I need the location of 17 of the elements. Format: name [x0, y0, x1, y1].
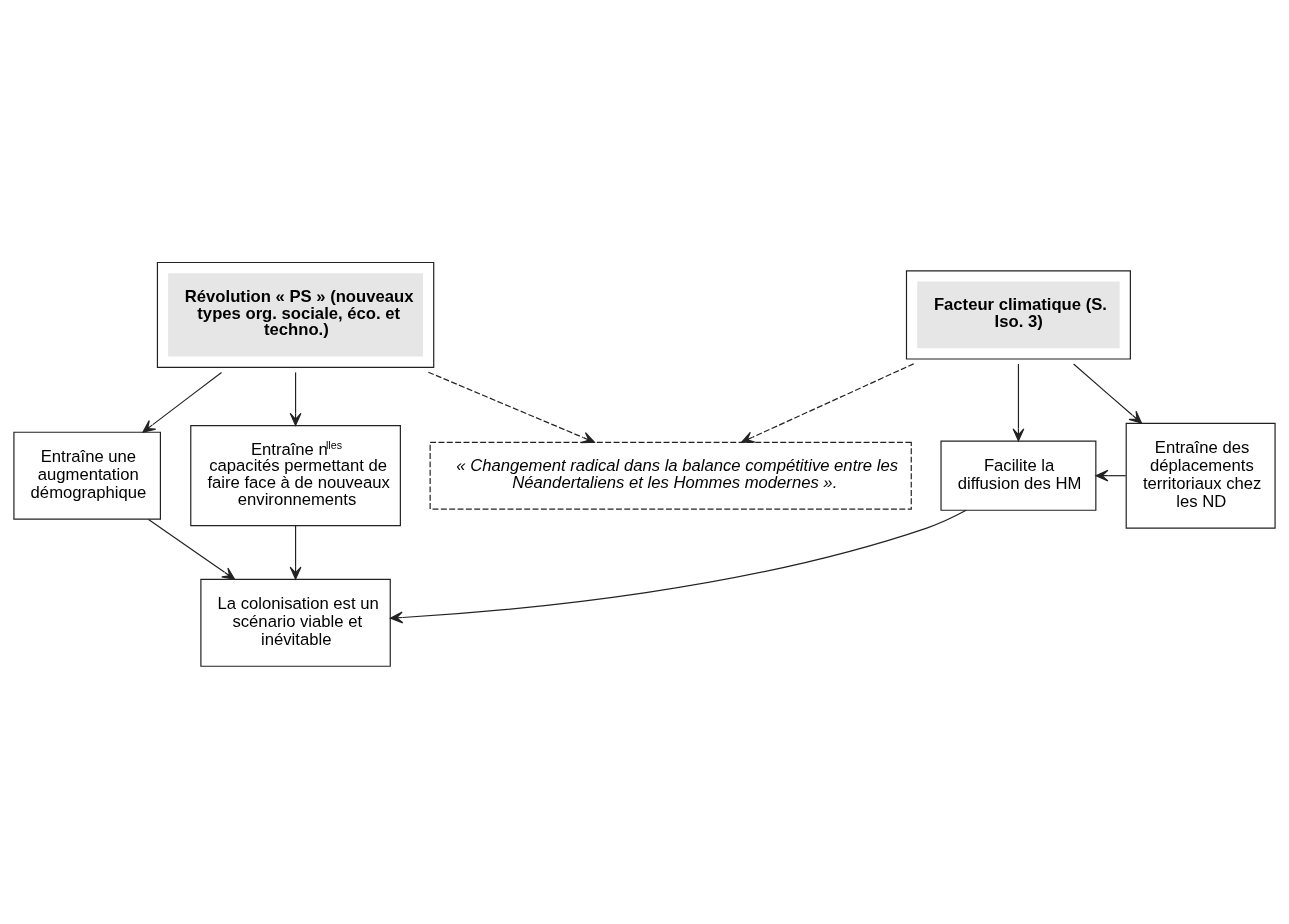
node-box: Entraîne une augmentation démographique	[13, 431, 161, 520]
arrow	[389, 509, 967, 624]
arrow	[741, 363, 915, 443]
node-box: Révolution « PS » (nouveaux types org. sociale, éco. et techno.)	[156, 261, 435, 368]
node-box: « Changement radical dans la balance compétitive entre les Néandertaliens et les Hommes modernes ».	[429, 441, 912, 510]
arrow	[1073, 363, 1143, 424]
arrow	[289, 525, 302, 580]
node-box: Entraîne n$^{lles}$ capacités permettant de faire face à de nouveaux environnements	[190, 425, 401, 527]
node-box: La colonisation est un scénario viable et inévitable	[200, 578, 391, 667]
arrow	[142, 371, 223, 433]
arrow	[289, 371, 302, 426]
arrow	[1012, 363, 1025, 442]
node-box: Entraîne des déplacements territoriaux chez les ND	[1125, 422, 1276, 529]
arrow	[427, 371, 595, 444]
arrow	[147, 518, 236, 580]
node-box: Facilite la diffusion des HM	[940, 440, 1097, 511]
node-box: Facteur climatique (S. Iso. 3)	[905, 270, 1131, 360]
